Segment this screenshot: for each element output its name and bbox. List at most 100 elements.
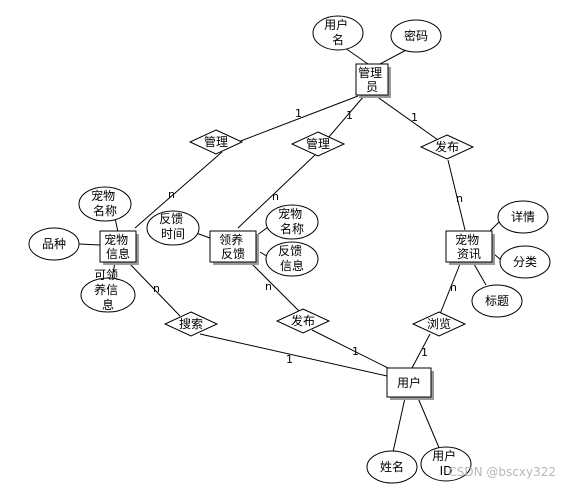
edge-petinfo-name [114,217,119,233]
attr-pet-name-label: 宠物 名称 [91,188,119,218]
edge-news-browse [439,263,461,315]
entity-pet-news-label: 宠物 资讯 [455,232,483,261]
attr-breed-label: 品种 [42,237,66,251]
edge-petinfo-breed [78,243,101,246]
entity-pet-info-label: 宠物 信息 [104,232,132,261]
entity-adopt-feedback-line2: 反馈 [221,247,245,261]
attr-feedback-time-line2: 时间 [161,227,185,241]
edge-browse-user [411,333,431,369]
entity-pet-info-line2: 信息 [106,246,130,261]
card-petinfo-search: n [153,282,160,295]
attr-user-id-line2: ID [440,464,453,478]
attr-adoptable-info: 可领 养信 息 [80,268,136,313]
card-publish-user: 1 [352,345,359,358]
rel-manage-feedback: 管理 [290,131,346,157]
card-manage-feedback: n [272,190,279,203]
attr-user-id-label: 用户 ID [432,448,460,478]
attr-feedback-time-line1: 反馈 [159,212,183,226]
attr-fb-pet-name-line1: 宠物 [278,206,302,221]
attr-user-id-line1: 用户 [432,448,456,463]
entity-pet-news-line1: 宠物 [455,232,479,247]
attr-fb-info-line1: 反馈 [278,244,302,258]
edge-admin-manage-pet [237,95,359,143]
watermark: CSDN @bscxy322 [448,465,556,479]
attr-user-id: 用户 ID [420,446,472,482]
attr-title: 标题 [471,284,523,318]
attr-title-label: 标题 [485,294,509,308]
entity-admin-label: 管理 员 [358,65,386,94]
card-manage-pet-petinfo: n [168,188,175,201]
rel-publish-news-label: 发布 [435,139,459,154]
attr-admin-username-line2: 名 [332,32,344,47]
entity-pet-info-line1: 宠物 [104,232,128,247]
rel-manage-feedback-label: 管理 [306,136,330,151]
attr-category-label: 分类 [513,255,537,269]
attr-adoptable-info-label: 可领 养信 息 [94,268,122,312]
edge-petinfo-search [127,261,181,317]
edge-feedback-publish [251,263,301,313]
attr-details-label: 详情 [511,209,535,224]
card-publish-news: n [456,192,463,205]
attr-breed: 品种 [28,227,80,261]
attr-pet-name: 宠物 名称 [78,186,132,222]
edge-manage-feedback-feedback [237,153,317,229]
card-news-browse: n [450,281,457,294]
attr-details: 详情 [497,200,549,234]
edge-manage-pet-petinfo [134,151,223,229]
rel-search: 搜索 [163,311,219,337]
entity-pet-news-line2: 资讯 [457,247,481,261]
attr-admin-password: 密码 [390,19,442,53]
rel-manage-pet: 管理 [188,129,244,155]
entity-adopt-feedback-line1: 领养 [219,232,243,247]
card-browse-user: 1 [421,346,428,359]
entity-user-label: 用户 [397,375,421,390]
rel-publish-news: 发布 [419,134,475,160]
entity-adopt-feedback-label: 领养 反馈 [219,232,247,261]
rel-browse: 浏览 [411,311,467,337]
edge-search-user [199,333,388,377]
attr-admin-username-label: 用户 名 [324,17,352,47]
rel-manage-pet-label: 管理 [204,134,228,149]
attr-fb-info-label: 反馈 信息 [278,244,306,273]
entity-admin-line1: 管理 [358,65,382,80]
edge-publish-user [311,329,389,369]
attr-adoptable-info-line3: 息 [102,297,114,312]
edge-user-id [417,397,441,451]
entity-admin: 管理 员 [355,63,391,98]
edge-feedback-time [195,232,211,239]
card-search-user: 1 [286,353,293,366]
attr-admin-username: 用户 名 [312,15,364,51]
attr-fb-info-line2: 信息 [280,258,304,273]
edge-admin-manage-feedback [327,95,365,139]
attr-feedback-time-label: 反馈 时间 [159,212,187,241]
attr-adoptable-info-line1: 可领 [94,268,118,282]
attr-admin-username-line1: 用户 [324,17,348,32]
edge-admin-username [344,47,369,65]
edges [78,47,502,453]
entity-user: 用户 [386,367,434,400]
attr-pet-name-line1: 宠物 [91,188,115,203]
card-feedback-publish: n [265,280,272,293]
rel-publish-feedback-label: 发布 [291,313,315,328]
attr-fb-pet-name-label: 宠物 名称 [278,206,306,236]
entity-adopt-feedback: 领养 反馈 [209,230,259,265]
entity-pet-news: 宠物 资讯 [445,230,495,265]
attr-adoptable-info-line2: 养信 [94,282,118,297]
card-admin-manage-feedback: 1 [346,109,353,122]
card-admin-publish-news: 1 [411,111,418,124]
edge-user-name [392,397,406,453]
attr-name: 姓名 [366,450,418,484]
cardinalities: 1 1 1 n n n n n n 1 1 1 [153,107,463,366]
entity-admin-line2: 员 [366,80,378,94]
rel-search-label: 搜索 [179,316,203,331]
attr-feedback-time: 反馈 时间 [146,210,200,246]
attr-category: 分类 [499,245,551,279]
attr-name-label: 姓名 [380,459,404,474]
attr-admin-password-label: 密码 [404,28,428,43]
edge-news-category [493,253,502,261]
edge-publish-news-news [447,159,466,231]
attr-fb-pet-name-line2: 名称 [280,221,304,236]
attr-fb-info: 反馈 信息 [265,241,319,277]
edge-admin-publish-news [375,95,439,141]
